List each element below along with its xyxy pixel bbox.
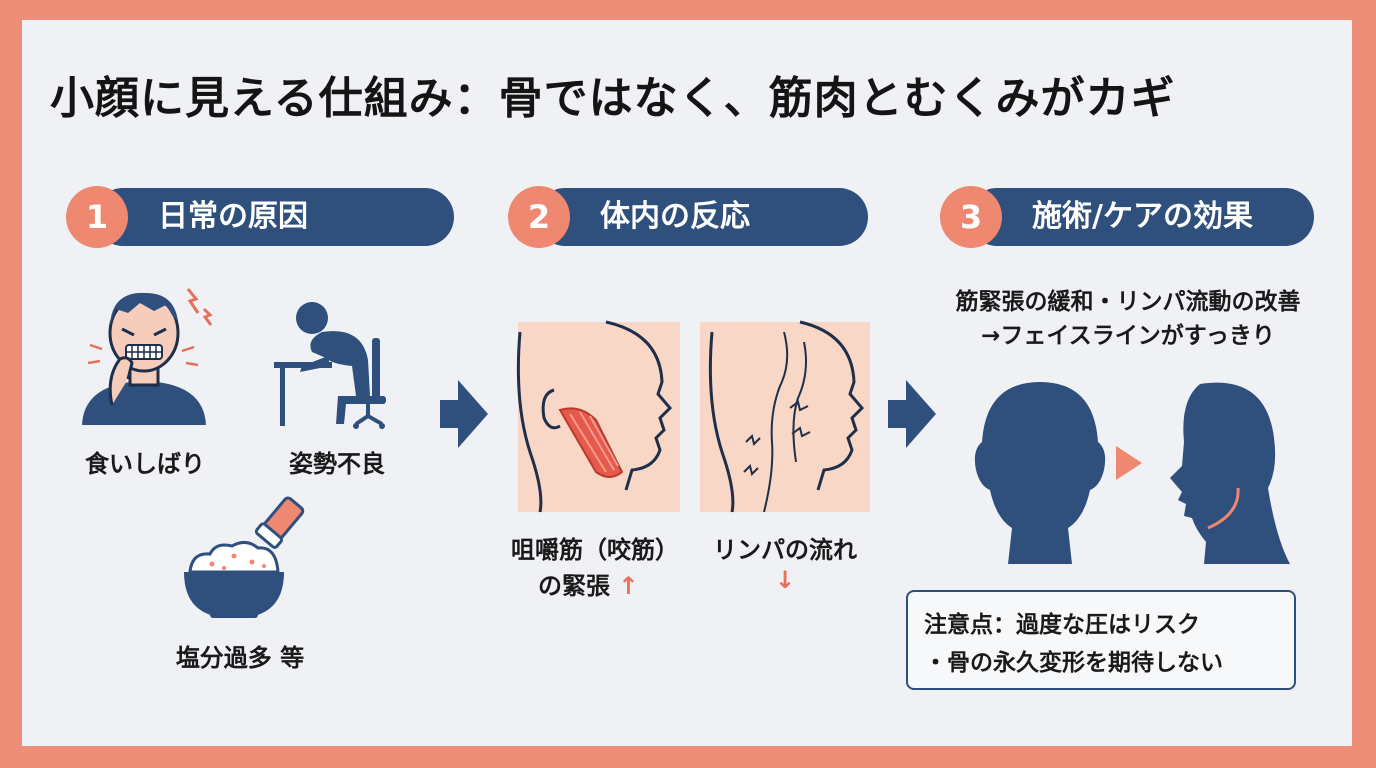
caution-note-box: 注意点：過度な圧はリスク ・骨の永久変形を期待しない	[906, 590, 1296, 690]
muscle-tension-label-line1: 咀嚼筋（咬筋）	[511, 536, 679, 564]
flow-arrow-2	[888, 380, 936, 448]
step-1-number: 1	[66, 186, 128, 248]
head-before-icon	[974, 382, 1106, 564]
effect-description-line2: →フェイスラインがすっきり	[981, 323, 1275, 349]
step-1-label: 日常の原因	[94, 188, 454, 246]
clenching-person-icon	[82, 288, 213, 425]
cause-posture-label: 姿勢不良	[289, 450, 385, 478]
caution-note-line2: ・骨の永久変形を期待しない	[924, 650, 1223, 676]
decrease-arrow-icon: ↓	[774, 566, 796, 594]
lymph-flow-face-diagram	[700, 320, 870, 513]
cause-salt-label: 塩分過多 等	[175, 644, 305, 672]
caution-note-line1: 注意点：過度な圧はリスク	[924, 612, 1200, 638]
lymph-flow-label: リンパの流れ	[713, 536, 857, 564]
muscle-tension-text: の緊張	[538, 572, 610, 600]
transition-arrow-icon	[1116, 446, 1142, 480]
salty-food-bowl-icon	[184, 496, 305, 618]
step-2-number: 2	[508, 186, 570, 248]
head-after-icon	[1170, 382, 1290, 564]
step-3-number: 3	[940, 186, 1002, 248]
increase-arrow-icon: ↑	[618, 572, 639, 600]
page-title: 小顔に見える仕組み：骨ではなく、筋肉とむくみがカギ	[50, 73, 1176, 124]
flow-arrow-1	[440, 380, 488, 448]
masseter-face-diagram	[516, 320, 680, 513]
cause-clenching-label: 食いしばり	[85, 450, 205, 478]
step-2-label: 体内の反応	[536, 188, 868, 246]
effect-description-line1: 筋緊張の緩和・リンパ流動の改善	[955, 289, 1301, 315]
muscle-tension-label-line2: の緊張 ↑	[538, 566, 638, 601]
step-3-label: 施術/ケアの効果	[968, 188, 1314, 246]
poor-posture-icon	[274, 302, 386, 429]
